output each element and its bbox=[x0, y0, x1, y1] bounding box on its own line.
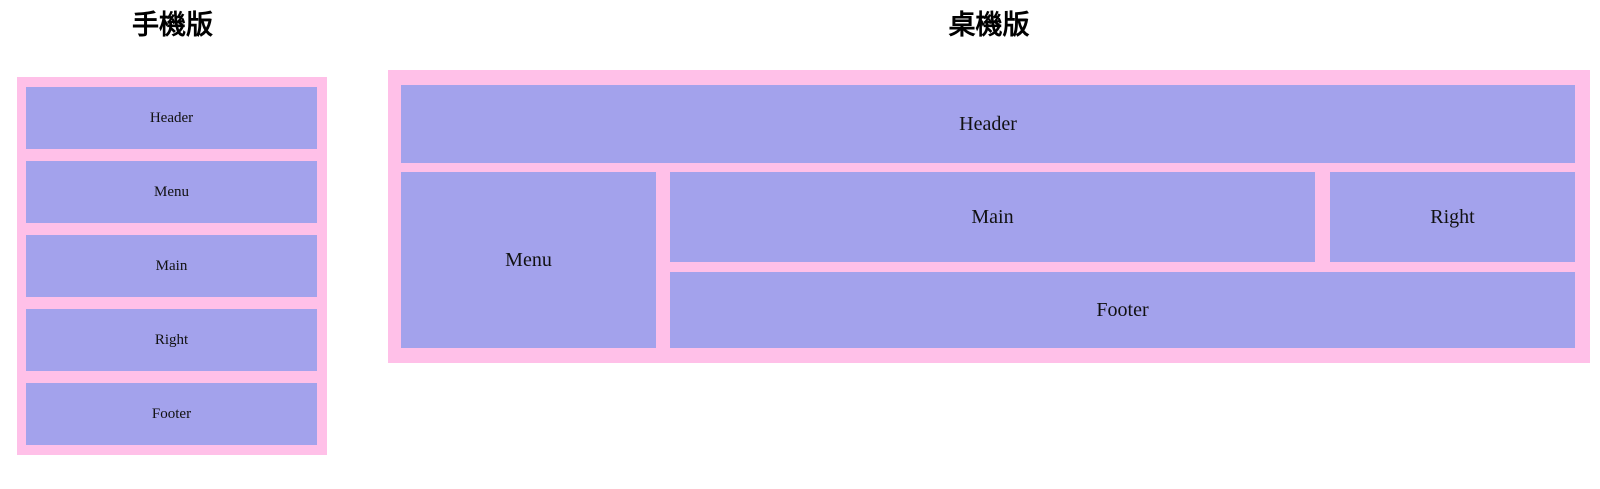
desktop-block-header: Header bbox=[401, 85, 1575, 163]
mobile-wireframe-container: Header Menu Main Right Footer bbox=[17, 77, 327, 455]
mobile-block-header: Header bbox=[26, 87, 317, 149]
mobile-block-menu: Menu bbox=[26, 161, 317, 223]
desktop-section-title: 桌機版 bbox=[948, 10, 1030, 41]
mobile-block-footer: Footer bbox=[26, 383, 317, 445]
mobile-block-main: Main bbox=[26, 235, 317, 297]
desktop-block-right: Right bbox=[1330, 172, 1575, 262]
desktop-block-main: Main bbox=[670, 172, 1315, 262]
mobile-block-right: Right bbox=[26, 309, 317, 371]
desktop-block-menu: Menu bbox=[401, 172, 656, 348]
mobile-section-title: 手機版 bbox=[132, 10, 213, 41]
desktop-wireframe-container: Header Menu Main Right Footer bbox=[388, 70, 1590, 363]
desktop-block-footer: Footer bbox=[670, 272, 1575, 348]
